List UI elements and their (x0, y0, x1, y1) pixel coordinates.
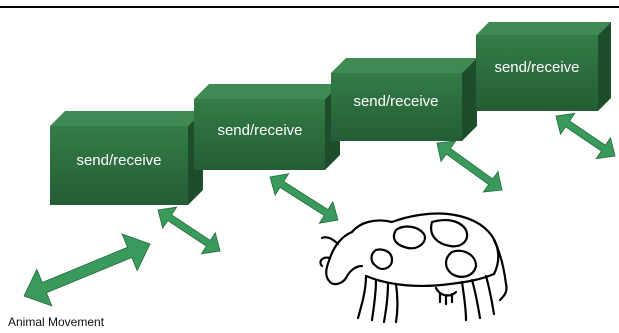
caption-animal-movement: Animal Movement (8, 315, 105, 329)
top-divider (0, 6, 619, 8)
double-arrow-5 (555, 112, 616, 160)
arrows (23, 112, 616, 307)
double-arrow-1 (23, 233, 151, 307)
double-arrow-4 (436, 140, 503, 193)
box-label: send/receive (353, 93, 438, 110)
box-label: send/receive (76, 152, 161, 169)
double-arrow-3 (269, 173, 339, 224)
send-receive-box-4: send/receive (476, 22, 611, 111)
box-label: send/receive (217, 122, 302, 139)
box-label: send/receive (494, 59, 579, 76)
send-receive-box-3: send/receive (331, 58, 477, 141)
cow-icon (319, 212, 508, 324)
send-receive-box-1: send/receive (50, 111, 203, 205)
send-receive-box-2: send/receive (194, 84, 340, 170)
double-arrow-2 (157, 206, 221, 255)
